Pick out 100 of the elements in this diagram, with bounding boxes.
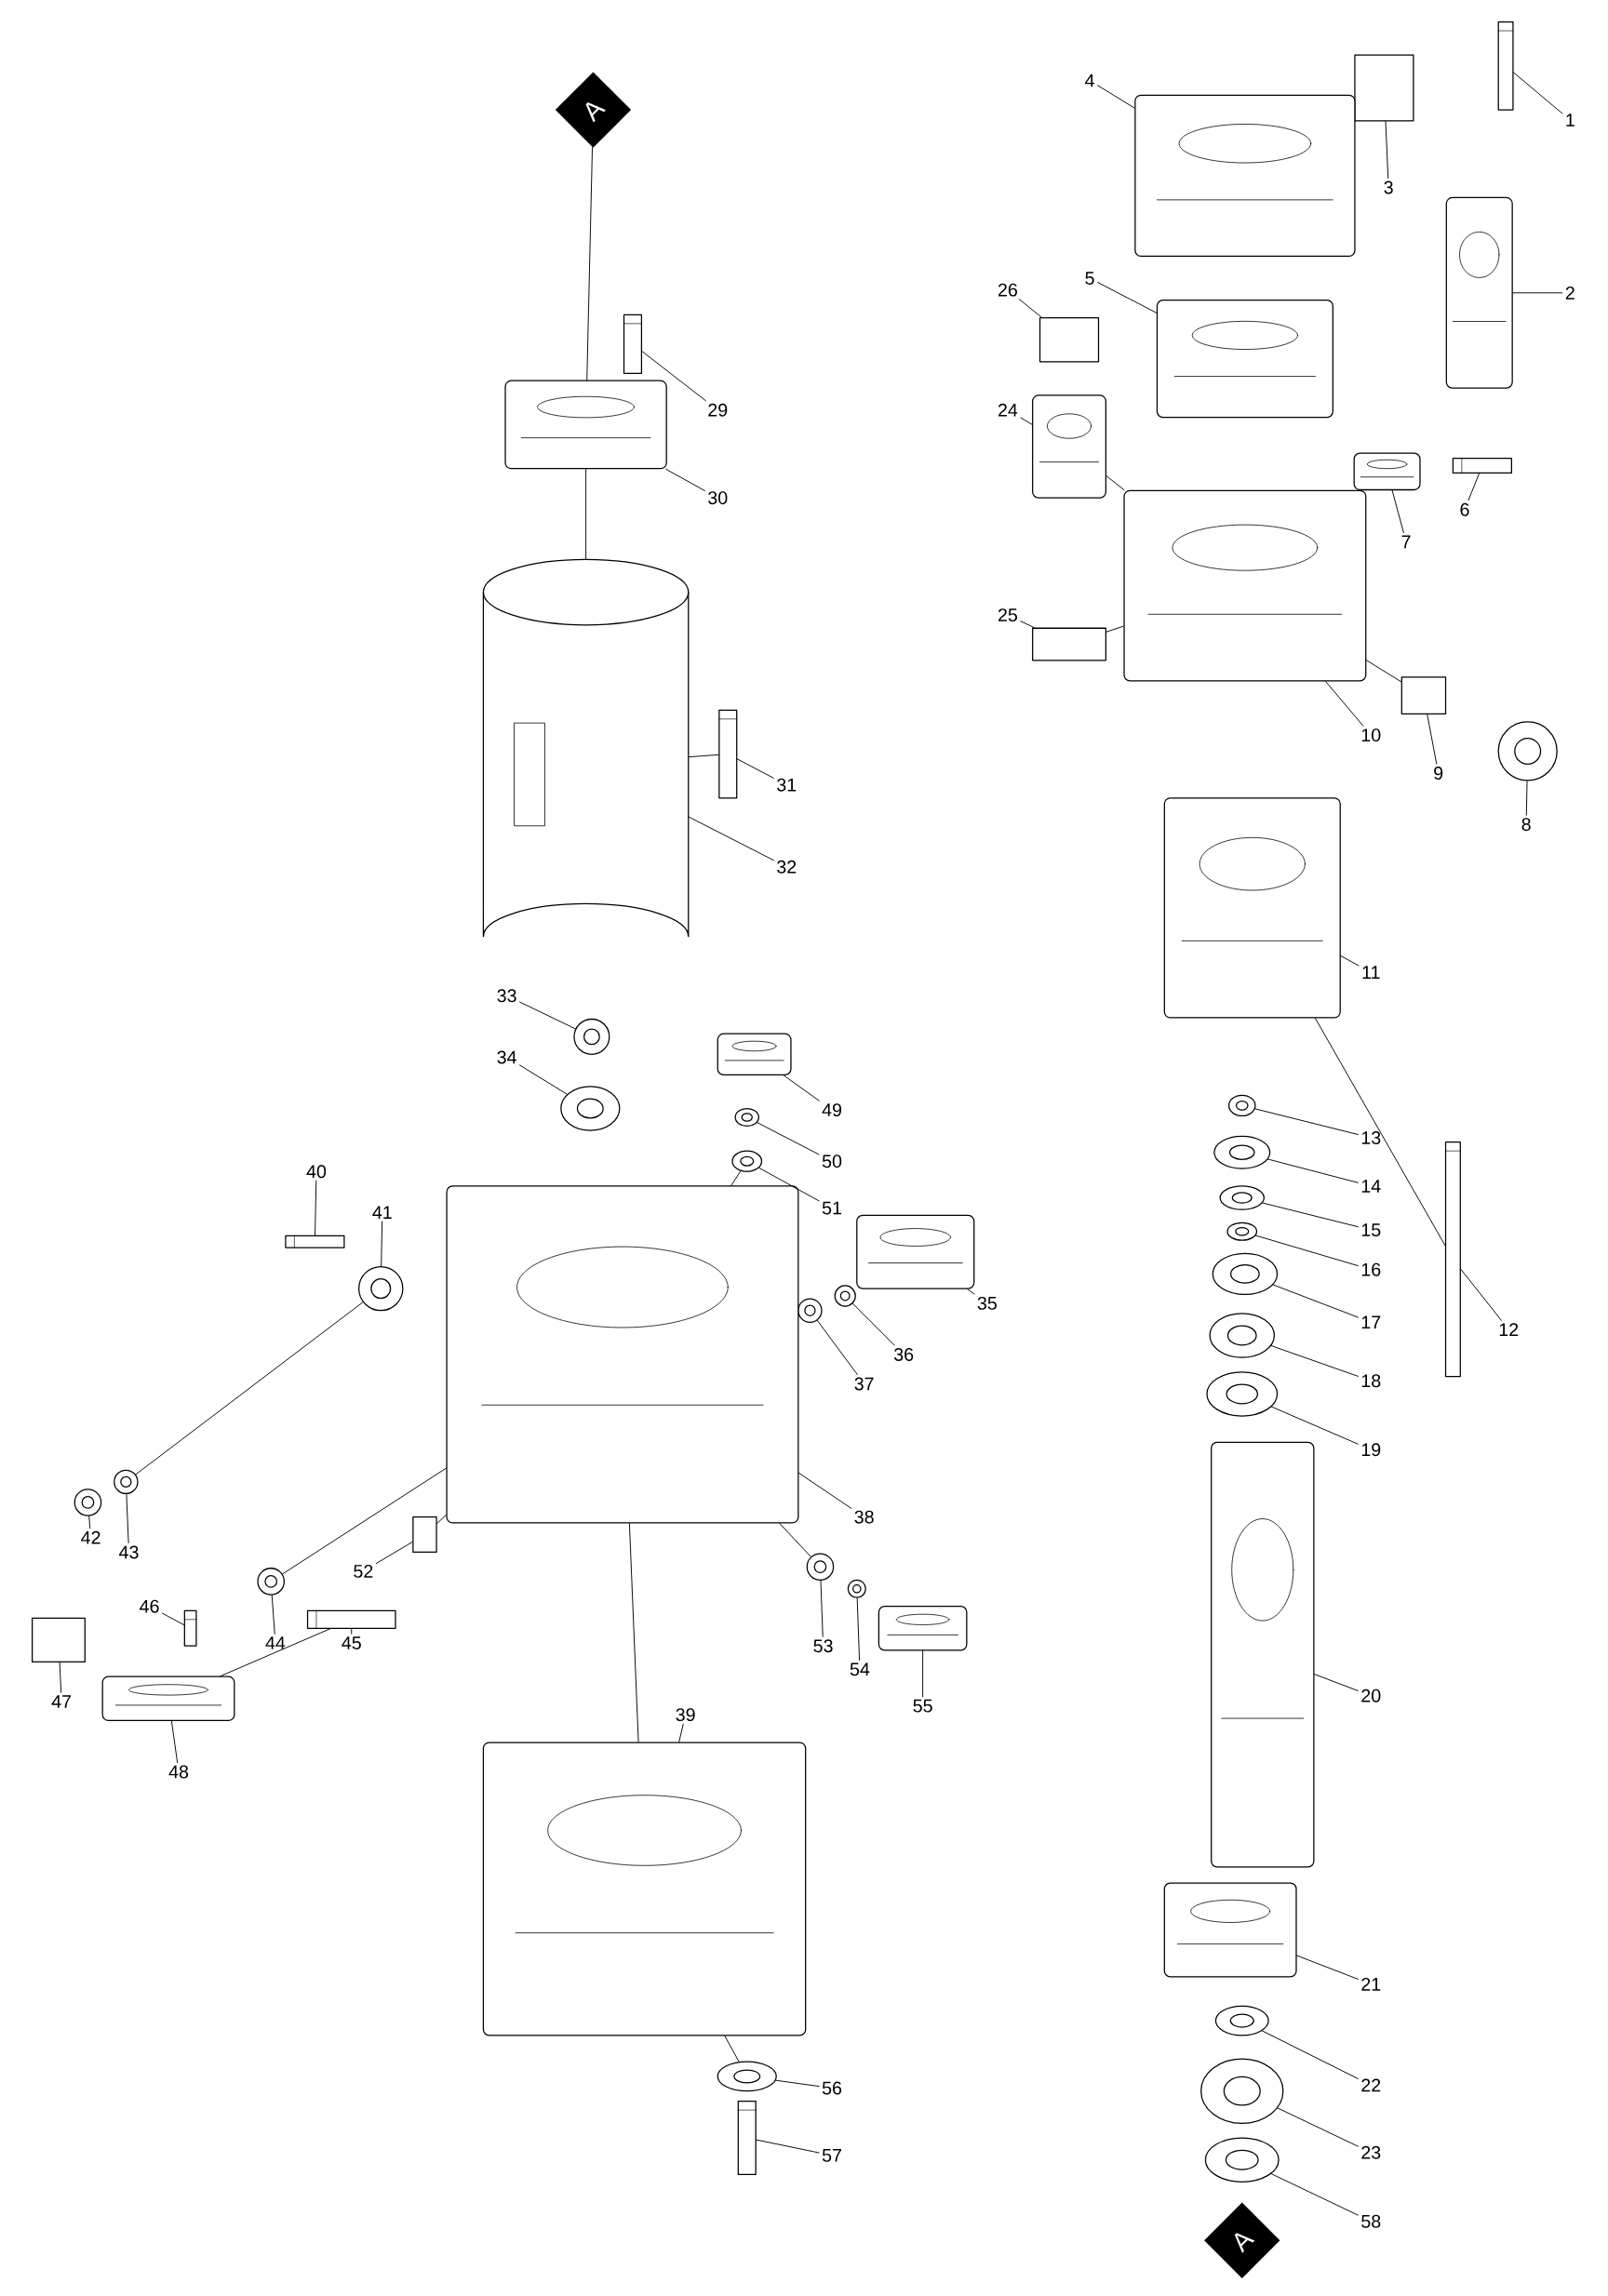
leader-line <box>1460 1268 1502 1321</box>
callout-number: 13 <box>1361 1131 1381 1144</box>
leader-line <box>1340 955 1360 967</box>
callout-number: 33 <box>497 989 516 1003</box>
callout-number: 41 <box>372 1206 392 1220</box>
ring-drawing <box>1214 2005 1269 2036</box>
leader-line <box>688 816 774 861</box>
callout-number: 49 <box>822 1103 841 1117</box>
callout-number: 52 <box>354 1564 373 1578</box>
assembly-line <box>628 1523 639 1742</box>
leader-line <box>1272 1284 1359 1318</box>
assembly-line <box>282 1467 447 1575</box>
leader-line <box>756 2139 820 2154</box>
ring-drawing <box>1213 1135 1271 1169</box>
leader-line <box>1513 72 1563 114</box>
callout-number: 47 <box>51 1695 71 1708</box>
callout-number: 32 <box>776 860 797 874</box>
leader-line <box>518 1001 576 1030</box>
assembly-line <box>1365 660 1402 683</box>
ring-drawing <box>1227 1094 1256 1116</box>
part-drawing <box>446 1185 799 1524</box>
ring-drawing <box>560 1086 621 1131</box>
callout-number: 53 <box>813 1639 833 1653</box>
callout-number: 31 <box>776 778 797 792</box>
callout-number: 46 <box>139 1599 159 1613</box>
screw-drawing <box>737 2101 757 2175</box>
callout-number: 9 <box>1434 767 1443 781</box>
leader-line <box>1391 489 1404 534</box>
leader-line <box>665 468 705 491</box>
plate-drawing <box>1031 627 1106 661</box>
plate-drawing <box>1354 54 1414 122</box>
leader-line <box>1254 1235 1359 1266</box>
callout-number: 19 <box>1361 1443 1381 1457</box>
plate-drawing <box>31 1617 86 1663</box>
plate-drawing <box>412 1516 437 1554</box>
leader-line <box>797 1472 852 1509</box>
part-drawing <box>878 1606 968 1651</box>
leader-line <box>1261 2030 1359 2079</box>
leader-line <box>314 1180 317 1236</box>
callout-number: 43 <box>118 1545 139 1559</box>
ring-drawing <box>806 1553 835 1581</box>
callout-number: 45 <box>342 1636 361 1649</box>
part-drawing <box>1156 300 1333 419</box>
callout-number: 42 <box>81 1530 100 1544</box>
callout-number: 56 <box>822 2081 841 2095</box>
part-drawing <box>856 1214 975 1289</box>
leader-line <box>586 147 593 381</box>
callout-number: 48 <box>168 1765 188 1779</box>
callout-number: 8 <box>1521 818 1531 832</box>
leader-line <box>1270 1406 1359 1445</box>
ring-drawing <box>734 1107 759 1128</box>
ring-drawing <box>74 1488 102 1516</box>
assembly-line <box>436 1514 447 1524</box>
callout-number: 18 <box>1361 1374 1381 1388</box>
leader-line <box>1270 1345 1359 1377</box>
ring-drawing <box>573 1018 610 1055</box>
cylinder-drawing <box>482 558 690 938</box>
callout-number: 35 <box>977 1296 997 1310</box>
leader-line <box>1020 417 1033 425</box>
callout-number: 7 <box>1401 535 1411 549</box>
callout-number: 1 <box>1566 113 1574 127</box>
leader-line <box>678 1723 684 1742</box>
leader-line <box>820 1580 824 1637</box>
callout-number: 2 <box>1565 286 1574 300</box>
callout-number: 4 <box>1084 73 1094 87</box>
ring-drawing <box>797 1298 823 1323</box>
callout-number: 44 <box>265 1636 286 1649</box>
leader-line <box>88 1515 91 1529</box>
callout-number: 58 <box>1361 2214 1381 2228</box>
callout-number: 3 <box>1384 180 1393 194</box>
leader-line <box>161 1612 185 1626</box>
leader-line <box>775 2079 820 2088</box>
part-drawing <box>1031 394 1106 499</box>
ring-drawing <box>114 1469 139 1495</box>
callout-number: 26 <box>998 283 1017 297</box>
leader-line <box>816 1319 858 1375</box>
assembly-line <box>779 1523 811 1557</box>
leader-line <box>851 1302 895 1346</box>
callout-number: 15 <box>1361 1223 1381 1237</box>
callout-number: 54 <box>850 1662 870 1676</box>
callout-number: 16 <box>1361 1262 1381 1276</box>
part-drawing <box>1353 452 1421 491</box>
leader-line <box>518 1064 568 1095</box>
callout-number: 38 <box>854 1510 874 1524</box>
leader-line <box>1277 2107 1359 2147</box>
callout-number: 34 <box>497 1050 516 1064</box>
leader-line <box>783 1075 820 1101</box>
assembly-line <box>585 468 586 560</box>
leader-line <box>1267 1158 1359 1183</box>
part-drawing <box>1163 1882 1297 1978</box>
ring-drawing <box>1204 2137 1280 2183</box>
callout-number: 21 <box>1361 1977 1381 1991</box>
leader-line <box>736 758 774 779</box>
leader-line <box>856 1597 860 1661</box>
ring-drawing <box>1206 1371 1279 1417</box>
part-drawing <box>1445 196 1513 389</box>
callout-number: 17 <box>1361 1315 1381 1329</box>
callout-number: 30 <box>707 491 728 505</box>
ring-drawing <box>257 1568 285 1595</box>
leader-line <box>1427 714 1438 765</box>
